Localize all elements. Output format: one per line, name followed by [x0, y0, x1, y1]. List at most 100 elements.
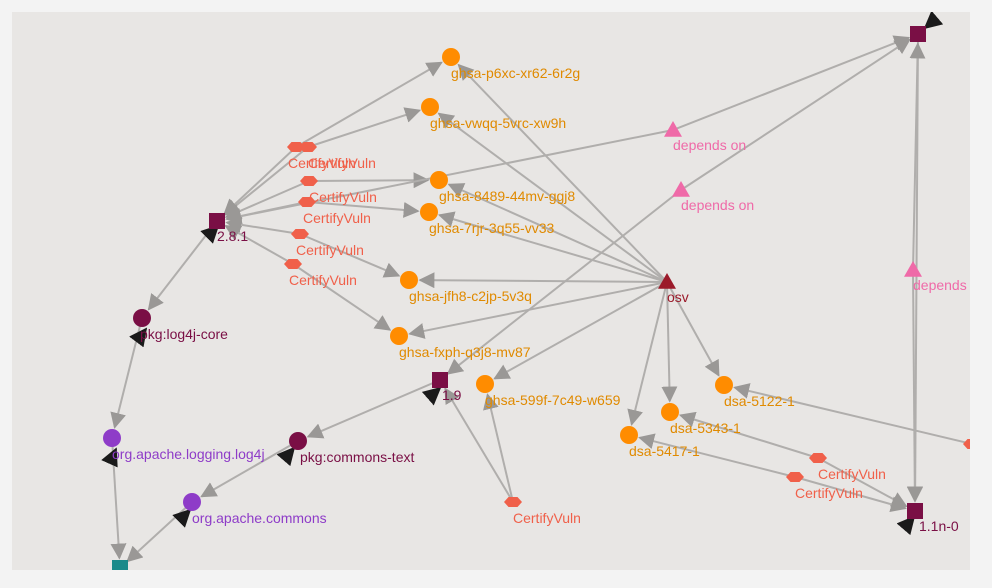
node-shape-certify[interactable]	[300, 176, 318, 186]
node-commonstext[interactable]: pkg:commons-text	[289, 432, 414, 465]
node-c5[interactable]: CertifyVuln	[291, 229, 364, 258]
node-shape-package_version[interactable]	[907, 503, 923, 519]
node-shape-depends[interactable]	[904, 261, 922, 277]
node-shape-vulnerability[interactable]	[476, 375, 494, 393]
node-label: ghsa-fxph-q3j8-mv87	[399, 344, 531, 360]
node-shape-certify[interactable]	[786, 472, 804, 482]
node-label: dsa-5343-1	[670, 420, 741, 436]
node-c7[interactable]: CertifyVuln	[504, 497, 581, 526]
node-g4[interactable]: ghsa-7rjr-3q55-vv33	[420, 203, 554, 236]
node-shape-package_version[interactable]	[209, 213, 225, 229]
node-label: ghsa-8489-44mv-ggj8	[439, 188, 575, 204]
node-g5[interactable]: ghsa-jfh8-c2jp-5v3q	[400, 271, 532, 304]
node-dep3[interactable]: depends	[904, 261, 967, 293]
edge-osv-g7	[493, 281, 668, 380]
node-shape-package_name[interactable]	[133, 309, 151, 327]
node-c6[interactable]: CertifyVuln	[284, 259, 357, 288]
edge-dep2-vtop	[680, 38, 911, 191]
node-label: ghsa-p6xc-xr62-6r2g	[451, 65, 580, 81]
node-shape-certify[interactable]	[284, 259, 302, 269]
node-label: CertifyVuln	[303, 210, 371, 226]
node-label: CertifyVuln	[309, 189, 377, 205]
node-shape-certify[interactable]	[809, 453, 827, 463]
node-shape-certify[interactable]	[963, 439, 970, 449]
node-c10[interactable]: CertifyVuln	[963, 439, 970, 468]
node-label: CertifyVuln	[513, 510, 581, 526]
edge-c8-d2	[678, 411, 819, 459]
edge-c2-g2	[307, 107, 422, 148]
dependency-graph[interactable]: 2.8.1 1.9 1.1n-0 pkg:log4j-core pkg:commons-…	[12, 12, 970, 570]
node-nslog4j[interactable]: org.apache.logging.log4j	[103, 429, 265, 462]
node-c9[interactable]: CertifyVuln	[786, 472, 863, 501]
edge-dep3-vtop	[909, 42, 926, 271]
node-label: CertifyVuln	[288, 155, 356, 171]
node-shape-vulnerability[interactable]	[430, 171, 448, 189]
node-g6[interactable]: ghsa-fxph-q3j8-mv87	[390, 327, 531, 360]
node-label: CertifyVuln	[818, 466, 886, 482]
node-shape-vulnerability[interactable]	[420, 203, 438, 221]
node-g3[interactable]: ghsa-8489-44mv-ggj8	[430, 171, 575, 204]
node-g2[interactable]: ghsa-vwqq-5vrc-xw9h	[421, 98, 566, 131]
node-nscommons[interactable]: org.apache.commons	[183, 493, 327, 526]
node-osv[interactable]: osv	[658, 273, 689, 305]
node-label: CertifyVuln	[308, 155, 376, 171]
node-teal[interactable]	[112, 560, 128, 570]
node-label: dsa-5417-1	[629, 443, 700, 459]
node-shape-package_name[interactable]	[289, 432, 307, 450]
node-shape-certify[interactable]	[298, 197, 316, 207]
edge-c5-v281	[225, 216, 301, 235]
node-shape-vulnerability[interactable]	[620, 426, 638, 444]
node-shape-certify[interactable]	[299, 142, 317, 152]
node-d1[interactable]: dsa-5122-1	[715, 376, 795, 409]
edge-c4-g4	[306, 201, 420, 218]
node-shape-certify[interactable]	[504, 497, 522, 507]
node-shape-source[interactable]	[658, 273, 676, 289]
node-c4[interactable]: CertifyVuln	[298, 197, 371, 226]
node-label: ghsa-vwqq-5vrc-xw9h	[430, 115, 566, 131]
node-shape-namespace[interactable]	[103, 429, 121, 447]
node-v281[interactable]: 2.8.1	[209, 213, 248, 244]
node-log4jcore[interactable]: pkg:log4j-core	[133, 309, 228, 342]
edge-v281-log4jcore	[147, 220, 218, 311]
node-label: 1.9	[442, 387, 462, 403]
node-shape-depends[interactable]	[664, 121, 682, 137]
node-shape-vulnerability[interactable]	[661, 403, 679, 421]
node-shape-package_version[interactable]	[910, 26, 926, 42]
node-shape-depends[interactable]	[672, 181, 690, 197]
edge-nscommons-teal	[126, 501, 193, 563]
node-g7[interactable]: ghsa-599f-7c49-w659	[476, 375, 621, 408]
edge-c7-v19	[444, 387, 514, 503]
node-shape-namespace[interactable]	[183, 493, 201, 511]
node-shape-package_version[interactable]	[432, 372, 448, 388]
node-shape-vulnerability[interactable]	[390, 327, 408, 345]
node-dep1[interactable]: depends on	[664, 121, 746, 153]
node-v11n[interactable]: 1.1n-0	[907, 503, 959, 534]
node-shape-vulnerability[interactable]	[442, 48, 460, 66]
node-c3[interactable]: CertifyVuln	[300, 176, 377, 205]
node-g1[interactable]: ghsa-p6xc-xr62-6r2g	[442, 48, 580, 81]
node-vtop[interactable]	[910, 26, 926, 42]
node-c1[interactable]: CertifyVuln	[287, 142, 356, 171]
edge-dep1-vtop	[672, 35, 911, 131]
node-shape-certify[interactable]	[291, 229, 309, 239]
node-shape-vulnerability[interactable]	[421, 98, 439, 116]
node-shape-vulnerability[interactable]	[400, 271, 418, 289]
node-c2[interactable]: CertifyVuln	[299, 142, 376, 171]
node-label: pkg:log4j-core	[140, 326, 228, 342]
node-v19[interactable]: 1.9	[432, 372, 462, 403]
node-label: osv	[667, 289, 689, 305]
edge-osv-g4	[438, 211, 668, 283]
node-label: 2.8.1	[217, 228, 248, 244]
node-shape-vulnerability[interactable]	[715, 376, 733, 394]
graph-viewport[interactable]: 2.8.1 1.9 1.1n-0 pkg:log4j-core pkg:commons-…	[12, 12, 970, 570]
pointer-arrow-icon	[101, 447, 118, 468]
node-d2[interactable]: dsa-5343-1	[661, 403, 741, 436]
edge-osv-g6	[408, 281, 668, 339]
node-shape-teal[interactable]	[112, 560, 128, 570]
node-shape-certify[interactable]	[287, 142, 305, 152]
node-c8[interactable]: CertifyVuln	[809, 453, 886, 482]
node-d3[interactable]: dsa-5417-1	[620, 426, 700, 459]
node-dep2[interactable]: depends on	[672, 181, 754, 213]
node-label: ghsa-jfh8-c2jp-5v3q	[409, 288, 532, 304]
pointer-arrow-icon	[172, 508, 192, 528]
